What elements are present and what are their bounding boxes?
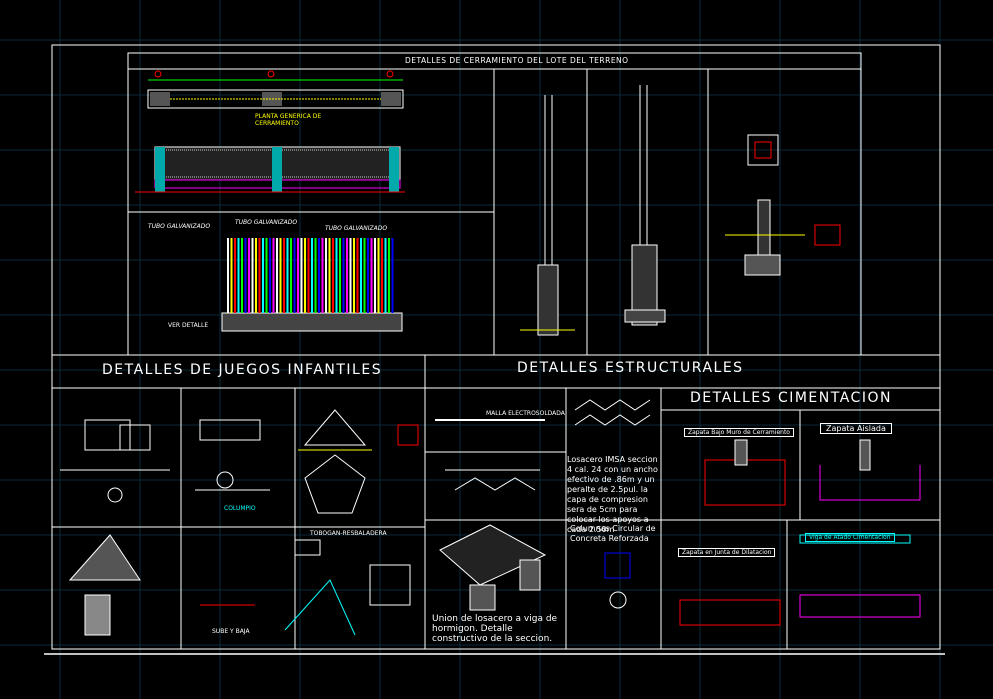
label-viga-cimentacion: Viga de Atado Cimentacion	[805, 533, 895, 542]
label-tubo-1: TUBO GALVANIZADO	[148, 223, 211, 230]
label-tubo-2: TUBO GALVANIZADO	[235, 219, 298, 226]
fence-plan-drawing	[147, 70, 404, 109]
label-malla: MALLA ELECTROSOLDADA	[486, 410, 565, 417]
footing-section	[725, 134, 841, 276]
section-title-cimentacion: DETALLES CIMENTACION	[690, 390, 892, 406]
footing-details-drawing	[679, 439, 921, 626]
column-section-b	[624, 85, 666, 326]
note-losacero: Losacero IMSA seccion 4 cal. 24 con un a…	[567, 455, 658, 534]
label-tubo-3: TUBO GALVANIZADO	[325, 225, 388, 232]
swing-drawing	[195, 419, 270, 606]
label-zapata-aislada: Zapata Aislada	[820, 423, 892, 434]
label-sube-y-baja: SUBE Y BAJA	[212, 628, 250, 635]
label-zapata-bajo-muro: Zapata Bajo Muro de Cerramiento	[684, 428, 794, 437]
sheet-title: DETALLES DE CERRAMIENTO DEL LOTE DEL TER…	[405, 56, 629, 65]
label-planta: PLANTA GENERICA DE	[255, 113, 322, 120]
slide-drawing	[284, 539, 411, 636]
playground-set-drawing	[60, 419, 170, 636]
dome-drawing	[298, 409, 419, 514]
label-planta-2: CERRAMIENTO	[255, 120, 299, 127]
section-title-estructurales: DETALLES ESTRUCTURALES	[517, 360, 744, 376]
fence-bar-group	[227, 238, 394, 313]
label-tobogan: TOBOGAN-RESBALADERA	[310, 530, 387, 537]
column-section-a	[520, 95, 575, 336]
label-columpio: COLUMPIO	[224, 505, 256, 512]
note-union: Union de losacero a viga de hormigon. De…	[432, 614, 558, 644]
note-columnas: Columnas Circular de Concreta Reforzada	[570, 524, 656, 543]
sheet-frame	[44, 44, 945, 655]
round-column-drawing	[604, 552, 631, 609]
section-title-juegos: DETALLES DE JUEGOS INFANTILES	[102, 362, 383, 378]
deck-profile-drawing	[574, 399, 651, 426]
slab-detail-drawing	[435, 419, 547, 611]
fence-bars-drawing	[221, 312, 403, 332]
label-ver-detalle: VER DETALLE	[168, 322, 209, 329]
fence-elevation-drawing	[135, 146, 405, 193]
label-zapata-junta: Zapata en Junta de Dilatacion	[678, 548, 776, 557]
